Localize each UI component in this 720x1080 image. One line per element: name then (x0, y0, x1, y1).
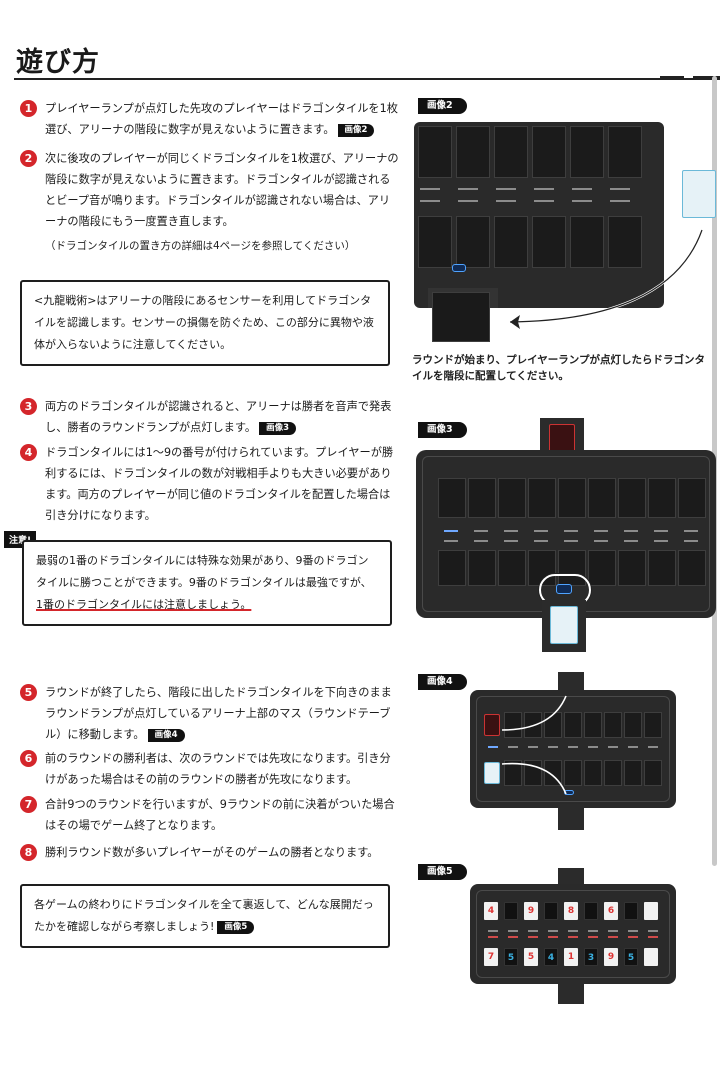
step-number: 7 (20, 796, 37, 813)
dragon-tile (624, 902, 638, 920)
step-text: ドラゴンタイルには1～9の番号が付けられています。プレイヤーが勝利するには、ドラ… (45, 446, 394, 522)
step-2: 2 次に後攻のプレイヤーが同じくドラゴンタイルを1枚選び、アリーナの階段に数字が… (20, 148, 400, 232)
placement-arrow-icon (509, 229, 704, 329)
step-text: 両方のドラゴンタイルが認識されると、アリーナは勝者を音声で発表し、勝者のラウンド… (45, 400, 392, 434)
step-3: 3 両方のドラゴンタイルが認識されると、アリーナは勝者を音声で発表し、勝者のラウ… (20, 396, 400, 438)
step-text: ラウンドが終了したら、階段に出したドラゴンタイルを下向きのままラウンドランプが点… (45, 686, 392, 741)
caution-box: 最弱の1番のドラゴンタイルには特殊な効果があり、9番のドラゴンタイルに勝つことが… (22, 540, 392, 626)
figure-2-caption: ラウンドが始まり、プレイヤーランプが点灯したらドラゴンタイルを階段に配置してくだ… (412, 354, 705, 382)
step-text: 前のラウンドの勝利者は、次のラウンドでは先攻になります。引き分けがあった場合はそ… (45, 752, 391, 786)
dragon-tile: 6 (604, 902, 618, 920)
step-text: 合計9つのラウンドを行いますが、9ラウンドの前に決着がついた場合はその場でゲーム… (45, 798, 395, 832)
dragon-tile: 4 (484, 902, 498, 920)
step-5: 5 ラウンドが終了したら、階段に出したドラゴンタイルを下向きのままラウンドランプ… (20, 682, 400, 745)
dragon-tile: 5 (624, 948, 638, 966)
caution-highlight: 1番のドラゴンタイルには注意しましょう。 (36, 598, 252, 611)
sensor-warning-text: <九龍戦術>はアリーナの階段にあるセンサーを利用してドラゴンタイルを認識します。… (34, 294, 374, 351)
dragon-tile (644, 902, 658, 920)
player-lamp (556, 584, 572, 594)
page-reference-note: （ドラゴンタイルの置き方の詳細は4ページを参照してください） (45, 240, 356, 252)
dragon-tile: 3 (584, 948, 598, 966)
step-4: 4 ドラゴンタイルには1～9の番号が付けられています。プレイヤーが勝利するには、… (20, 442, 400, 526)
figure-3-arena-image (416, 450, 716, 618)
step-number: 5 (20, 684, 37, 701)
dragon-tile: 5 (524, 948, 538, 966)
step-number: 3 (20, 398, 37, 415)
title-divider (14, 76, 720, 80)
step-8: 8 勝利ラウンド数が多いプレイヤーがそのゲームの勝者となります。 (20, 842, 400, 863)
figure-ref-tag: 画像3 (259, 422, 297, 435)
step-text: プレイヤーランプが点灯した先攻のプレイヤーはドラゴンタイルを1枚選び、アリーナの… (45, 102, 398, 136)
dragon-tile (644, 948, 658, 966)
figure-ref-tag: 画像2 (337, 124, 375, 137)
dragon-tile-blue (682, 170, 716, 218)
dragon-tile-blue (550, 606, 578, 644)
dragon-tile (584, 902, 598, 920)
figure-4-label: 画像4 (418, 674, 467, 690)
dragon-tile: 1 (564, 948, 578, 966)
dragon-tile: 7 (484, 948, 498, 966)
figure-ref-tag: 画像4 (147, 729, 185, 742)
caution-text: 最弱の1番のドラゴンタイルには特殊な効果があり、9番のドラゴンタイルに勝つことが… (36, 554, 372, 589)
step-text: 勝利ラウンド数が多いプレイヤーがそのゲームの勝者となります。 (45, 846, 379, 859)
move-arrows-icon (501, 695, 567, 795)
sensor-warning-box: <九龍戦術>はアリーナの階段にあるセンサーを利用してドラゴンタイルを認識します。… (20, 280, 390, 366)
dragon-tile: 4 (544, 948, 558, 966)
step-6: 6 前のラウンドの勝利者は、次のラウンドでは先攻になります。引き分けがあった場合… (20, 748, 400, 790)
figure-4-arena-image (470, 690, 676, 808)
page-title: 遊び方 (16, 47, 100, 78)
figure-ref-tag: 画像5 (217, 921, 255, 934)
dragon-tile (544, 902, 558, 920)
step-number: 6 (20, 750, 37, 767)
review-box: 各ゲームの終わりにドラゴンタイルを全て裏返して、どんな展開だったかを確認しながら… (20, 884, 390, 948)
step-number: 1 (20, 100, 37, 117)
dragon-tile: 9 (524, 902, 538, 920)
figure-5-label: 画像5 (418, 864, 467, 880)
step-number: 8 (20, 844, 37, 861)
dragon-tile: 9 (604, 948, 618, 966)
arena-step-slot (432, 292, 490, 342)
step-number: 4 (20, 444, 37, 461)
step-7: 7 合計9つのラウンドを行いますが、9ラウンドの前に決着がついた場合はその場でゲ… (20, 794, 400, 836)
step-1: 1 プレイヤーランプが点灯した先攻のプレイヤーはドラゴンタイルを1枚選び、アリー… (20, 98, 400, 140)
step-text: 次に後攻のプレイヤーが同じくドラゴンタイルを1枚選び、アリーナの階段に数字が見え… (45, 152, 399, 228)
step-number: 2 (20, 150, 37, 167)
figure-2-label: 画像2 (418, 98, 467, 114)
dragon-tile: 8 (564, 902, 578, 920)
round-lamp (452, 264, 466, 272)
figure-2-arena-image (414, 122, 664, 308)
figure-3-label: 画像3 (418, 422, 467, 438)
review-text: 各ゲームの終わりにドラゴンタイルを全て裏返して、どんな展開だったかを確認しながら… (34, 898, 374, 933)
dragon-tile (504, 902, 518, 920)
dragon-tile: 5 (504, 948, 518, 966)
